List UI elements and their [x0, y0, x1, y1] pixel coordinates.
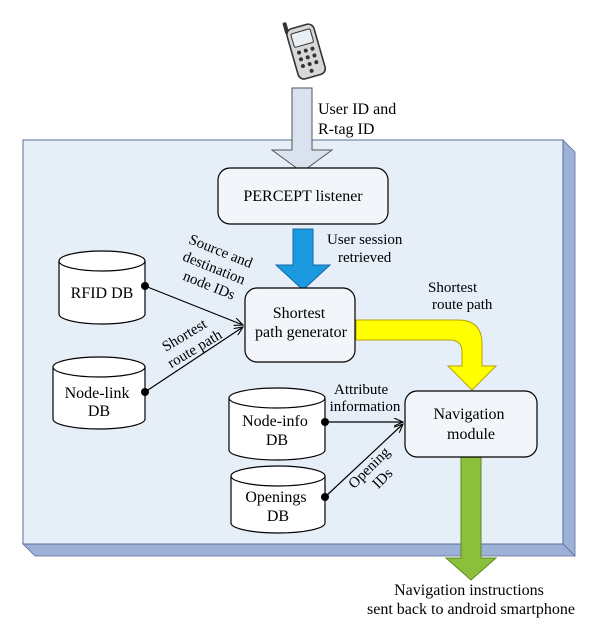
navigation-module-node: Navigation module: [404, 390, 538, 458]
route-output-label: Shortest route path: [428, 280, 493, 313]
node-info-db-cylinder: Node-info DB: [228, 387, 326, 461]
connector-openings-to-navigation: [321, 424, 403, 501]
input-label: User ID and R-tag ID: [318, 101, 400, 138]
input-arrow: [270, 87, 334, 173]
mobile-phone-icon: [282, 22, 327, 80]
navigation-module-label: Navigation module: [433, 406, 508, 443]
shortest-path-generator-node: Shortest path generator: [244, 287, 356, 363]
attribute-information-label: Attribute information: [330, 382, 401, 415]
percept-listener-node: PERCEPT listener: [217, 167, 389, 225]
session-arrow: [274, 228, 332, 291]
node-link-db-cylinder: Node-link DB: [52, 356, 146, 430]
rfid-db-label: RFID DB: [71, 285, 134, 302]
output-label: Navigation instructions sent back to and…: [367, 582, 575, 618]
shortest-path-generator-label: Shortest path generator: [255, 305, 348, 341]
openings-db-cylinder: Openings DB: [230, 465, 326, 534]
session-label: User session retrieved: [327, 232, 406, 266]
connector-nodeinfo-to-navigation: [321, 418, 403, 426]
panel-shadow-right: [562, 139, 576, 557]
openings-db-label: Openings DB: [245, 489, 310, 525]
rfid-db-cylinder: RFID DB: [58, 250, 146, 325]
output-arrow: [444, 455, 498, 581]
panel-shadow-bottom: [22, 543, 576, 557]
node-info-db-label: Node-info DB: [242, 413, 312, 449]
percept-listener-label: PERCEPT listener: [243, 188, 363, 205]
route-output-arrow: [355, 319, 498, 391]
node-link-db-label: Node-link DB: [65, 385, 134, 420]
connector-nodelink-to-generator: [141, 327, 243, 396]
connector-rfid-to-generator: [141, 282, 243, 325]
